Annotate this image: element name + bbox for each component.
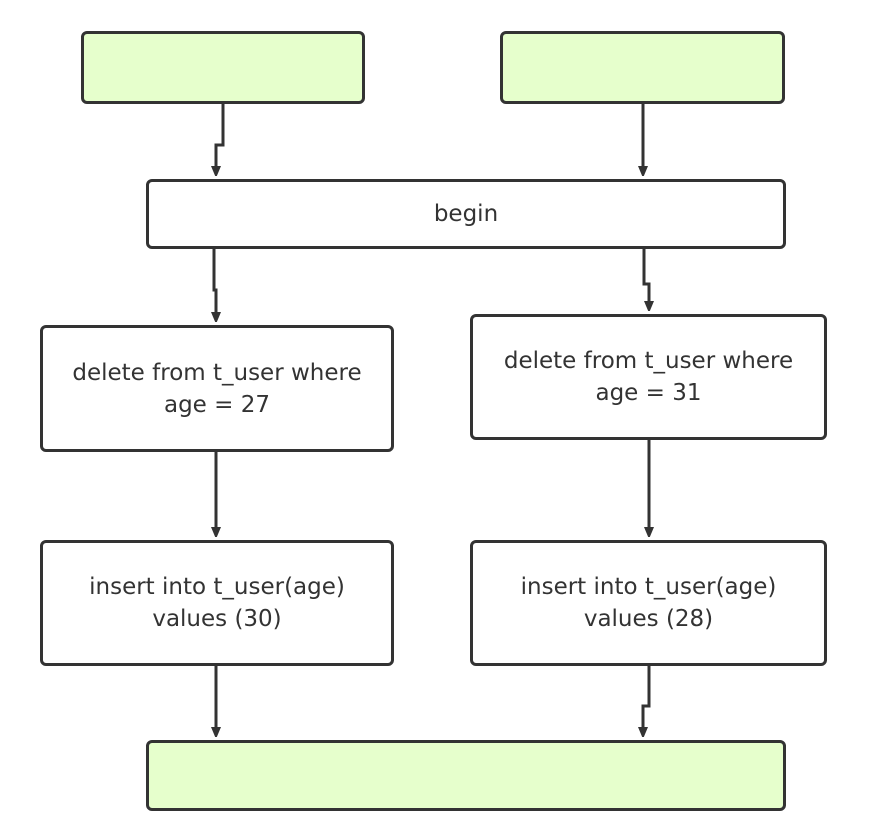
- delete-age-31-line2: age = 31: [595, 380, 702, 406]
- transaction2-node: [500, 31, 785, 104]
- deadlock-node: [146, 740, 786, 811]
- transaction1-node: [81, 31, 365, 104]
- insert-values-28-line1: insert into t_user(age): [520, 574, 777, 600]
- delete-age-31-node: delete from t_user where age = 31: [470, 314, 827, 440]
- begin-label: begin: [433, 201, 499, 227]
- edge-insert2-to-deadlock: [643, 665, 651, 733]
- delete-age-27-node: delete from t_user where age = 27: [40, 325, 394, 452]
- insert-values-30-line1: insert into t_user(age): [89, 574, 345, 600]
- delete-age-27-line2: age = 27: [163, 391, 270, 418]
- insert-values-30-line2: values (30): [152, 606, 282, 632]
- delete-age-31-line1: delete from t_user where: [503, 348, 794, 374]
- edge-begin-to-delete2: [642, 248, 649, 307]
- edge-begin-to-delete1: [214, 248, 216, 318]
- edge-transaction1-to-begin: [216, 103, 225, 172]
- insert-values-28-line2: values (28): [583, 606, 714, 632]
- begin-node: begin: [146, 179, 786, 249]
- insert-values-28-node: insert into t_user(age) values (28): [470, 540, 827, 666]
- insert-values-30-node: insert into t_user(age) values (30): [40, 540, 394, 666]
- delete-age-27-line1: delete from t_user where: [72, 359, 362, 386]
